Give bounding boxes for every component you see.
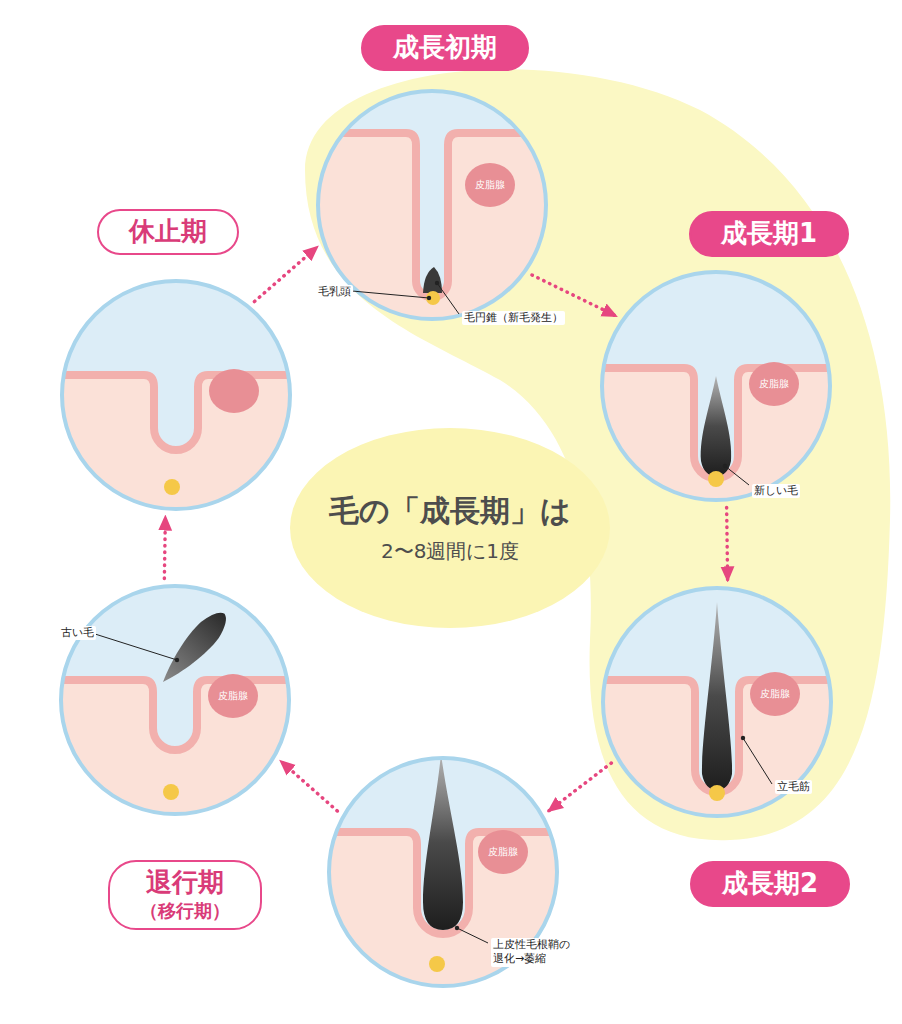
dermal-papilla	[163, 784, 179, 800]
stage-name: 成長期2	[722, 867, 818, 901]
skin-layer	[46, 375, 306, 525]
stage-pill: 成長初期	[361, 25, 529, 71]
skin-layer	[45, 680, 305, 830]
stage-pill: 成長期1	[689, 211, 849, 257]
stage-circle: 休止期	[61, 280, 291, 510]
leader-dot	[435, 281, 439, 285]
stage-circle: 成長期1皮脂腺新しい毛	[601, 271, 831, 501]
follicle-illustration	[302, 85, 562, 335]
part-label: 毛円錐（新毛発生）	[462, 311, 565, 325]
leader-dot	[723, 464, 727, 468]
part-label: 古い毛	[59, 626, 96, 640]
gland-label: 皮脂腺	[760, 689, 790, 699]
cycle-arrow	[549, 763, 612, 811]
leader-line	[95, 634, 177, 660]
dermal-papilla	[709, 785, 725, 801]
cycle-arrow	[254, 247, 317, 302]
part-label: 新しい毛	[752, 484, 800, 498]
old-hair	[154, 605, 234, 690]
summary-text: 毛の「成長期」は	[329, 491, 571, 532]
dermal-papilla	[164, 479, 180, 495]
dermal-papilla	[708, 471, 724, 487]
sebaceous-gland	[750, 672, 800, 716]
stage-name: 休止期	[129, 215, 207, 249]
sebaceous-gland	[478, 830, 528, 874]
stage-circle: 成長期2皮脂腺立毛筋	[602, 587, 832, 817]
stage-circle: 成長初期皮脂腺毛乳頭毛円錐（新毛発生）	[317, 90, 547, 320]
leader-line	[437, 283, 459, 314]
skin-layer	[586, 368, 846, 516]
part-label: 上皮性毛根鞘の 退化→萎縮	[491, 938, 577, 967]
summary-circle: 毛の「成長期」は 2〜8週間に1度	[290, 428, 610, 628]
skin-layer	[302, 133, 562, 335]
stage-name: 成長期1	[721, 217, 817, 251]
stage-name: 退行期	[140, 866, 230, 900]
leader-line	[743, 738, 772, 784]
part-label: 立毛筋	[775, 780, 812, 794]
follicle-illustration	[45, 580, 305, 830]
circle-frame	[602, 272, 830, 500]
sebaceous-gland	[209, 369, 259, 413]
mature-hair	[423, 754, 463, 930]
stage-name: 成長初期	[393, 31, 497, 65]
new-hair	[701, 376, 731, 476]
leader-dot	[427, 296, 431, 300]
leader-line	[725, 466, 749, 485]
cycle-arrow	[532, 275, 616, 316]
leader-dot	[455, 926, 459, 930]
leader-line	[352, 291, 429, 298]
cycle-arrow	[164, 517, 165, 579]
gland-label: 皮脂腺	[475, 180, 505, 190]
follicle-illustration	[587, 582, 847, 832]
circle-frame	[62, 281, 290, 509]
part-label: 毛乳頭	[316, 285, 353, 299]
stage-name: （移行期）	[140, 900, 230, 924]
sebaceous-gland	[465, 163, 515, 207]
stage-circle: 古い毛皮脂腺	[60, 585, 290, 815]
gland-label: 皮脂腺	[488, 847, 518, 857]
circle-frame	[61, 586, 289, 814]
gland-label: 皮脂腺	[759, 379, 789, 389]
sebaceous-gland	[208, 674, 258, 718]
stage-pill: 休止期	[97, 209, 239, 255]
stage-circle: 退行期（移行期）皮脂腺上皮性毛根鞘の 退化→萎縮	[328, 757, 558, 987]
growing-hair	[702, 602, 732, 790]
dermal-papilla	[426, 291, 440, 305]
circle-frame	[603, 588, 831, 816]
gland-label: 皮脂腺	[218, 691, 248, 701]
hair-cone	[423, 267, 442, 293]
leader-dot	[741, 736, 745, 740]
cycle-arrow	[727, 508, 728, 581]
stage-pill: 退行期（移行期）	[108, 860, 262, 929]
sebaceous-gland	[749, 362, 799, 406]
cycle-arrow	[281, 761, 338, 811]
follicle-illustration	[586, 266, 846, 516]
summary-ellipse-fill	[290, 428, 610, 628]
summary-text: 2〜8週間に1度	[381, 538, 519, 565]
leader-dot	[175, 658, 179, 662]
follicle-illustration	[46, 275, 306, 525]
dermal-papilla	[429, 956, 445, 972]
stage-pill: 成長期2	[690, 861, 850, 907]
leader-line	[457, 928, 488, 943]
